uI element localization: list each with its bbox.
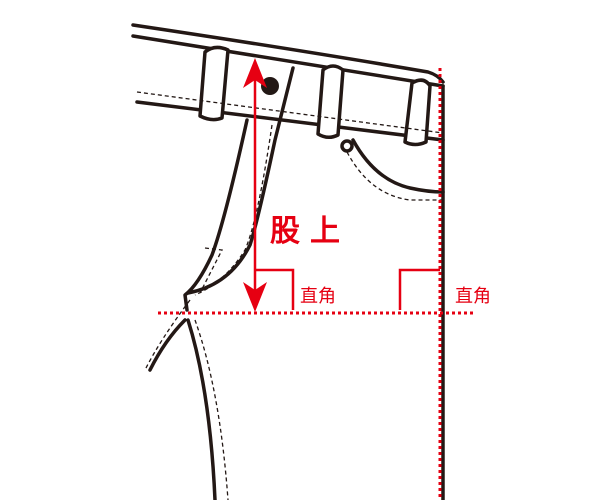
waistband-stitch — [136, 91, 444, 134]
arrow-down-icon — [243, 282, 267, 312]
rise-label: 股上 — [270, 214, 350, 249]
left-leg-inner — [186, 318, 217, 500]
right-angle-label-left: 直角 — [300, 286, 336, 307]
fly-inner-line — [186, 66, 295, 295]
right-angle-label-right: 直角 — [455, 286, 491, 307]
pocket-curve — [351, 138, 445, 194]
right-angle-mark-left — [255, 268, 295, 310]
waistband-upper-line — [131, 34, 445, 88]
waistband-top-edge — [131, 23, 445, 84]
right-angle-mark-right — [398, 268, 440, 310]
fly-bartack-stitch — [199, 247, 224, 294]
belt-loop-3 — [403, 78, 432, 147]
pocket-stitch — [346, 151, 443, 201]
belt-loop-2 — [316, 64, 345, 139]
left-leg-outer — [148, 318, 187, 372]
waistband-lower-line — [135, 100, 445, 142]
fly-outer-line — [183, 118, 249, 312]
leg-stitch — [144, 299, 229, 500]
pocket-rivet — [340, 139, 354, 153]
belt-loop-1 — [198, 45, 230, 122]
button-icon — [261, 77, 279, 95]
arrow-up-icon — [243, 58, 267, 88]
